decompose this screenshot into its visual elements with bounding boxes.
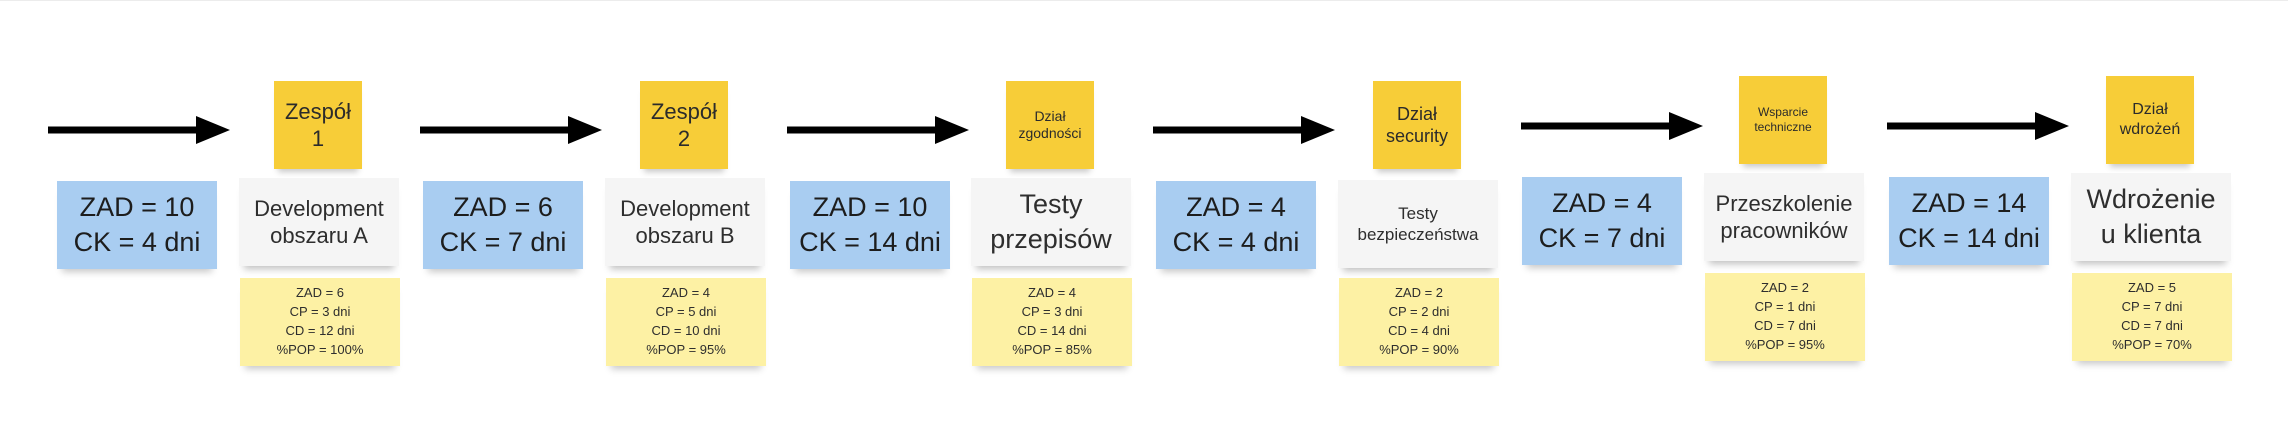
metric-zad: ZAD = 2	[1394, 285, 1444, 301]
metric-cp: CP = 3 dni	[289, 304, 351, 320]
queue-zad: ZAD = 14	[1911, 187, 2027, 218]
process-label-line2: pracowników	[1720, 218, 1848, 243]
team-label-line2: wdrożeń	[2119, 121, 2181, 138]
metric-zad: ZAD = 4	[661, 285, 711, 301]
process-label-line2: bezpieczeństwa	[1357, 225, 1479, 244]
metric-zad: ZAD = 2	[1760, 280, 1810, 296]
team-label-line1: Zespół	[650, 98, 718, 124]
queue-zad: ZAD = 6	[453, 191, 553, 222]
metric-cp: CP = 1 dni	[1754, 299, 1816, 315]
process-label-line1: Testy	[1398, 203, 1438, 223]
queue-ck: CK = 4 dni	[73, 227, 201, 257]
metrics-note-6: ZAD = 5 CP = 7 dni CD = 7 dni %POP = 70%	[2072, 273, 2232, 361]
metric-cd: CD = 10 dni	[651, 323, 721, 338]
process-label-line1: Testy	[1019, 188, 1083, 219]
metric-zad: ZAD = 5	[2127, 280, 2177, 296]
metric-pop: %POP = 90%	[1379, 341, 1459, 357]
flow-arrow-5	[1521, 112, 1703, 140]
metric-cp: CP = 3 dni	[1021, 304, 1083, 320]
queue-ck: CK = 14 dni	[1898, 223, 2040, 253]
process-note-1: Development obszaru A	[239, 178, 399, 266]
metric-cp: CP = 2 dni	[1388, 304, 1450, 320]
queue-zad: ZAD = 10	[812, 191, 928, 222]
metric-cd: CD = 12 dni	[285, 323, 355, 338]
team-label-line1: Wsparcie	[1757, 105, 1808, 119]
team-note-6: Dział wdrożeń	[2106, 76, 2194, 164]
team-note-1: Zespół 1	[274, 81, 362, 169]
process-label-line2: przepisów	[990, 224, 1112, 254]
process-label-line1: Development	[620, 195, 750, 221]
queue-zad: ZAD = 4	[1552, 187, 1652, 218]
team-label-line2: zgodności	[1018, 125, 1082, 141]
queue-zad: ZAD = 10	[79, 191, 195, 222]
team-label-line1: Dział	[1396, 103, 1437, 124]
queue-ck: CK = 14 dni	[799, 227, 941, 257]
flow-arrow-4	[1153, 116, 1335, 144]
metric-pop: %POP = 95%	[646, 341, 726, 357]
process-label-line2: u klienta	[2100, 219, 2202, 249]
metrics-note-3: ZAD = 4 CP = 3 dni CD = 14 dni %POP = 85…	[972, 278, 1132, 366]
team-note-2: Zespół 2	[640, 81, 728, 169]
metric-pop: %POP = 70%	[2112, 336, 2192, 352]
process-label-line2: obszaru B	[635, 223, 735, 248]
metric-cd: CD = 7 dni	[2121, 318, 2183, 333]
process-note-6: Wdrożenie u klienta	[2071, 173, 2231, 261]
queue-note-3: ZAD = 10 CK = 14 dni	[790, 181, 950, 269]
process-label-line1: Development	[254, 195, 384, 221]
metric-zad: ZAD = 6	[295, 285, 345, 301]
process-label-line1: Przeszkolenie	[1715, 190, 1853, 216]
queue-note-4: ZAD = 4 CK = 4 dni	[1156, 181, 1316, 269]
metrics-note-5: ZAD = 2 CP = 1 dni CD = 7 dni %POP = 95%	[1705, 273, 1865, 361]
queue-ck: CK = 7 dni	[439, 227, 567, 257]
team-note-5: Wsparcie techniczne	[1739, 76, 1827, 164]
team-note-4: Dział security	[1373, 81, 1461, 169]
metric-cp: CP = 5 dni	[655, 304, 717, 320]
metrics-note-2: ZAD = 4 CP = 5 dni CD = 10 dni %POP = 95…	[606, 278, 766, 366]
top-border	[0, 0, 2288, 1]
metric-cd: CD = 14 dni	[1017, 323, 1087, 338]
metric-pop: %POP = 85%	[1012, 341, 1092, 357]
metric-zad: ZAD = 4	[1027, 285, 1077, 301]
team-label-line2: 1	[311, 126, 325, 151]
queue-ck: CK = 7 dni	[1538, 223, 1666, 253]
metric-cd: CD = 7 dni	[1754, 318, 1816, 333]
team-label-line1: Dział	[2132, 101, 2168, 118]
queue-ck: CK = 4 dni	[1172, 227, 1300, 257]
process-note-2: Development obszaru B	[605, 178, 765, 266]
flow-arrow-2	[420, 116, 602, 144]
team-label-line2: 2	[677, 126, 691, 151]
flow-arrow-1	[48, 116, 230, 144]
metric-cd: CD = 4 dni	[1388, 323, 1450, 338]
metric-cp: CP = 7 dni	[2121, 299, 2183, 315]
team-label-line1: Dział	[1034, 107, 1066, 124]
queue-note-1: ZAD = 10 CK = 4 dni	[57, 181, 217, 269]
process-note-5: Przeszkolenie pracowników	[1704, 173, 1864, 261]
metric-pop: %POP = 100%	[276, 341, 364, 357]
flow-arrow-6	[1887, 112, 2069, 140]
queue-note-2: ZAD = 6 CK = 7 dni	[423, 181, 583, 269]
process-label-line1: Wdrożenie	[2086, 183, 2216, 214]
process-label-line2: obszaru A	[270, 223, 368, 248]
team-label-line1: Zespół	[284, 98, 352, 124]
flow-arrow-3	[787, 116, 969, 144]
team-label-line2: security	[1385, 126, 1448, 146]
process-note-3: Testy przepisów	[971, 178, 1131, 266]
metrics-note-4: ZAD = 2 CP = 2 dni CD = 4 dni %POP = 90%	[1339, 278, 1499, 366]
process-note-4: Testy bezpieczeństwa	[1338, 180, 1498, 268]
metric-pop: %POP = 95%	[1745, 336, 1825, 352]
team-note-3: Dział zgodności	[1006, 81, 1094, 169]
team-label-line2: techniczne	[1754, 120, 1812, 134]
queue-note-5: ZAD = 4 CK = 7 dni	[1522, 177, 1682, 265]
queue-zad: ZAD = 4	[1186, 191, 1286, 222]
metrics-note-1: ZAD = 6 CP = 3 dni CD = 12 dni %POP = 10…	[240, 278, 400, 366]
queue-note-6: ZAD = 14 CK = 14 dni	[1889, 177, 2049, 265]
